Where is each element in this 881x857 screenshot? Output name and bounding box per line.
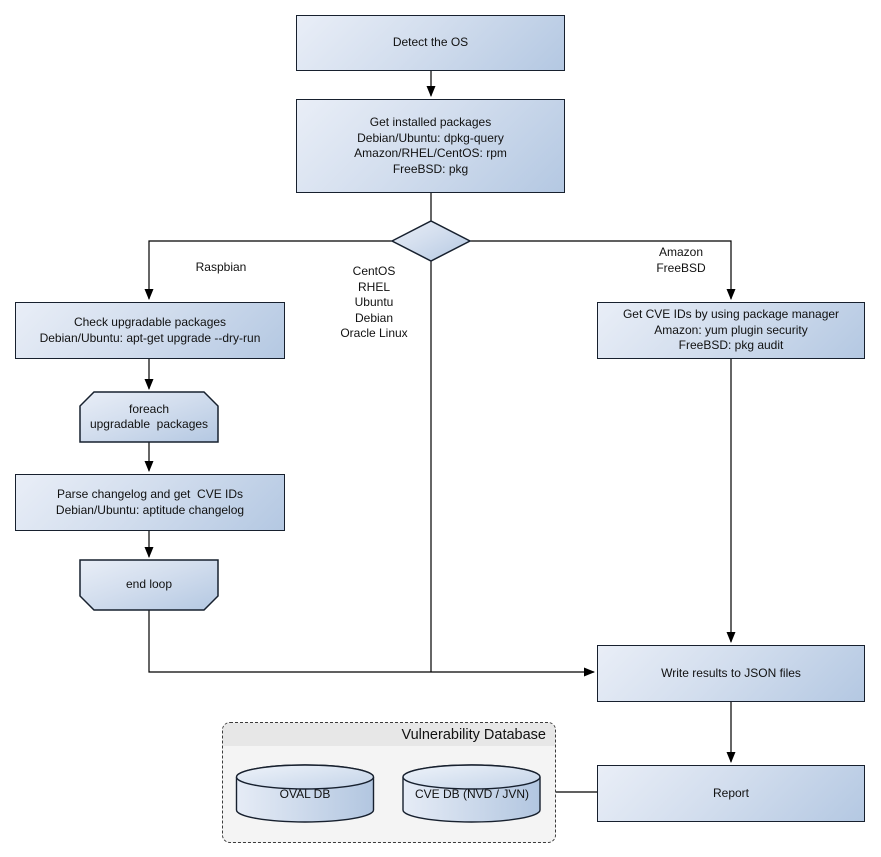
process-report-label: Report	[712, 785, 750, 800]
loop-start-foreach-label: foreach upgradable packages	[89, 401, 209, 432]
process-report: Report	[597, 765, 865, 822]
process-write-results-json: Write results to JSON files	[597, 645, 865, 702]
vulnerability-database-title: Vulnerability Database	[401, 726, 546, 743]
process-detect-os: Detect the OS	[296, 15, 565, 71]
edge-label-raspbian: Raspbian	[195, 260, 247, 274]
process-parse-changelog-label: Parse changelog and get CVE IDs Debian/U…	[55, 487, 245, 517]
edge-decision-to-check-left	[144, 240, 392, 300]
cylinder-oval-db	[235, 764, 375, 823]
process-check-upgradable-packages: Check upgradable packages Debian/Ubuntu:…	[15, 302, 285, 359]
process-get-cve-ids: Get CVE IDs by using package manager Ama…	[597, 302, 865, 359]
edge-label-amazon-freebsd: Amazon FreeBSD	[656, 245, 706, 275]
process-parse-changelog: Parse changelog and get CVE IDs Debian/U…	[15, 474, 285, 531]
process-get-installed-packages: Get installed packages Debian/Ubuntu: dp…	[296, 99, 565, 193]
cylinder-oval-db-label: OVAL DB	[279, 786, 331, 801]
cylinder-cve-db	[402, 764, 541, 823]
loop-end-shape	[79, 559, 219, 611]
process-get-cve-ids-label: Get CVE IDs by using package manager Ama…	[622, 307, 840, 353]
process-check-upgradable-packages-label: Check upgradable packages Debian/Ubuntu:…	[39, 315, 261, 345]
edge-endloop-to-write	[148, 610, 595, 677]
vulnerability-database-header: Vulnerability Database	[223, 723, 555, 746]
cylinder-cve-db-label: CVE DB (NVD / JVN)	[414, 786, 529, 801]
loop-start-foreach-shape	[79, 391, 219, 443]
edge-decision-to-getcve-right	[470, 240, 736, 300]
process-write-results-json-label: Write results to JSON files	[661, 665, 801, 680]
decision-os-branch-diamond	[390, 220, 472, 262]
process-detect-os-label: Detect the OS	[392, 35, 469, 50]
loop-end-label: end loop	[125, 577, 173, 592]
edge-label-centos-group: CentOS RHEL Ubuntu Debian Oracle Linux	[340, 264, 408, 340]
process-get-installed-packages-label: Get installed packages Debian/Ubuntu: dp…	[354, 115, 507, 176]
